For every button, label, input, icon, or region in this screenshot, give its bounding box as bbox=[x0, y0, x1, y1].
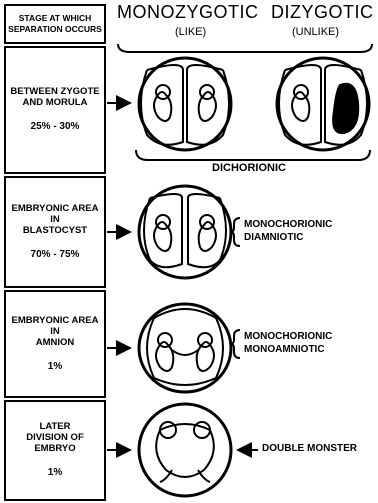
monoamniotic-label-line2: MONOAMNIOTIC bbox=[244, 344, 332, 357]
row2-diamniotic-twins bbox=[139, 186, 231, 278]
row3-monoamniotic-twins bbox=[139, 304, 231, 392]
monoamniotic-label: MONOCHORIONIC MONOAMNIOTIC bbox=[244, 331, 332, 356]
dichorionic-label: DICHORIONIC bbox=[212, 162, 286, 174]
monoamniotic-label-line1: MONOCHORIONIC bbox=[244, 331, 332, 344]
row1-monozygotic-twins bbox=[139, 58, 231, 150]
column-bracket bbox=[118, 44, 372, 52]
double-monster-label: DOUBLE MONSTER bbox=[262, 443, 357, 456]
diamniotic-brace bbox=[230, 218, 240, 246]
row1-dizygotic-twins bbox=[277, 58, 369, 150]
diamniotic-label: MONOCHORIONIC DIAMNIOTIC bbox=[244, 219, 332, 244]
row4-double-monster bbox=[139, 404, 231, 496]
diamniotic-label-line1: MONOCHORIONIC bbox=[244, 219, 332, 232]
diamniotic-label-line2: DIAMNIOTIC bbox=[244, 232, 332, 245]
dichorionic-bracket bbox=[136, 150, 370, 160]
